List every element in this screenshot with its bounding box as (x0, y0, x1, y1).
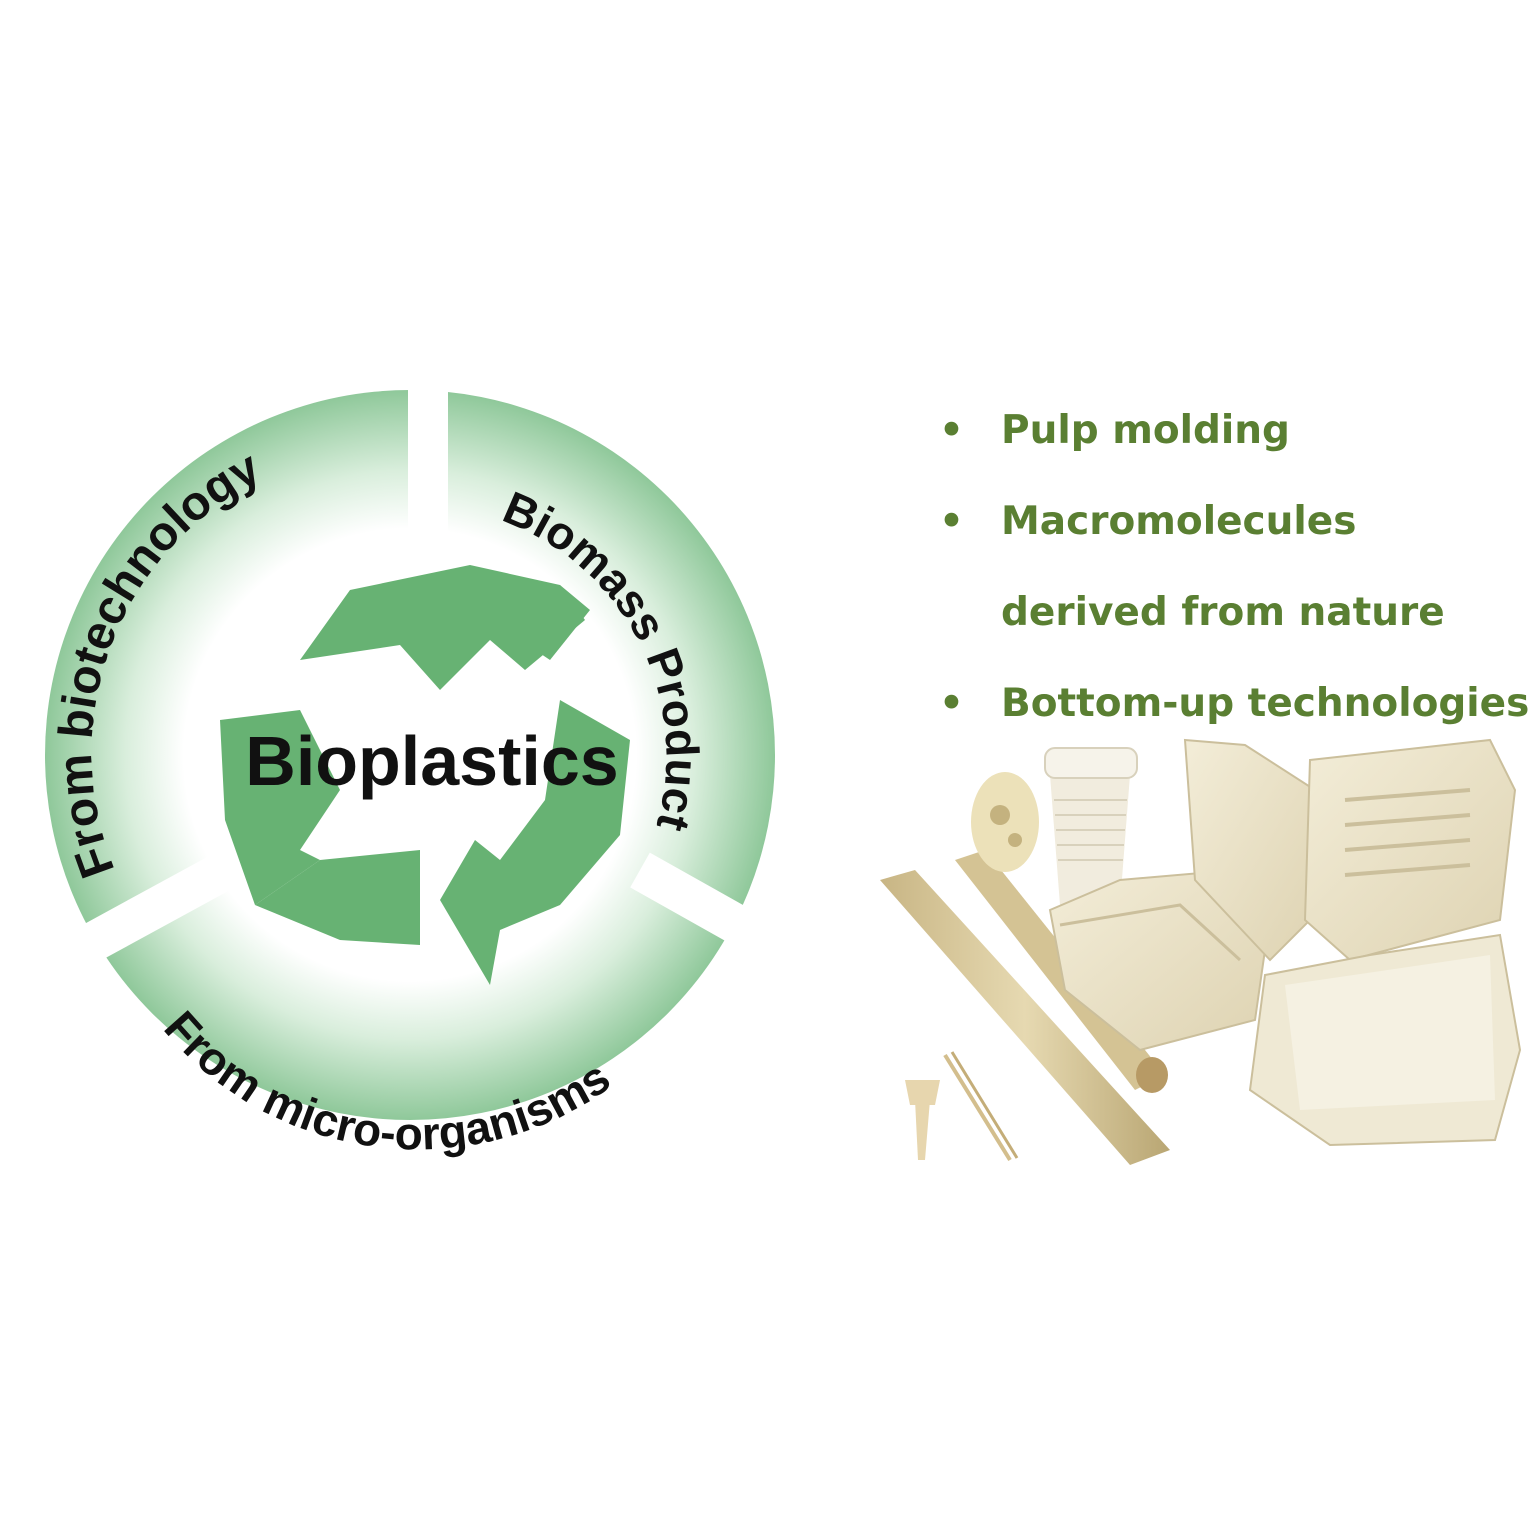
biodegradable-products-photo (880, 738, 1522, 1165)
bullet-text: Macromolecules derived from nature (1001, 499, 1445, 635)
wooden-cutlery (905, 1051, 1019, 1162)
bullet-list: • Pulp molding • Macromolecules derived … (935, 385, 1535, 749)
bamboo-tube (880, 850, 1170, 1165)
bullet-marker: • (939, 408, 964, 453)
cycle-diagram: From biotechnology Biomass Products From… (0, 0, 810, 1160)
outer-ring (45, 390, 775, 1120)
bullet-item: • Macromolecules derived from nature (935, 476, 1535, 658)
loofah (971, 772, 1039, 872)
bullet-item: • Bottom-up technologies (935, 658, 1535, 749)
open-clamshell (1183, 738, 1522, 1147)
recycle-icon (220, 565, 630, 985)
bullet-marker: • (939, 499, 964, 544)
paper-cups (1044, 747, 1138, 905)
segment-dividers (50, 360, 810, 978)
center-label: Bioplastics (245, 722, 618, 800)
bullet-item: • Pulp molding (935, 385, 1535, 476)
bullet-text: Pulp molding (1001, 408, 1290, 453)
closed-clamshell (1048, 868, 1267, 1052)
bullet-marker: • (939, 681, 964, 726)
bullet-text: Bottom-up technologies (1001, 681, 1530, 726)
